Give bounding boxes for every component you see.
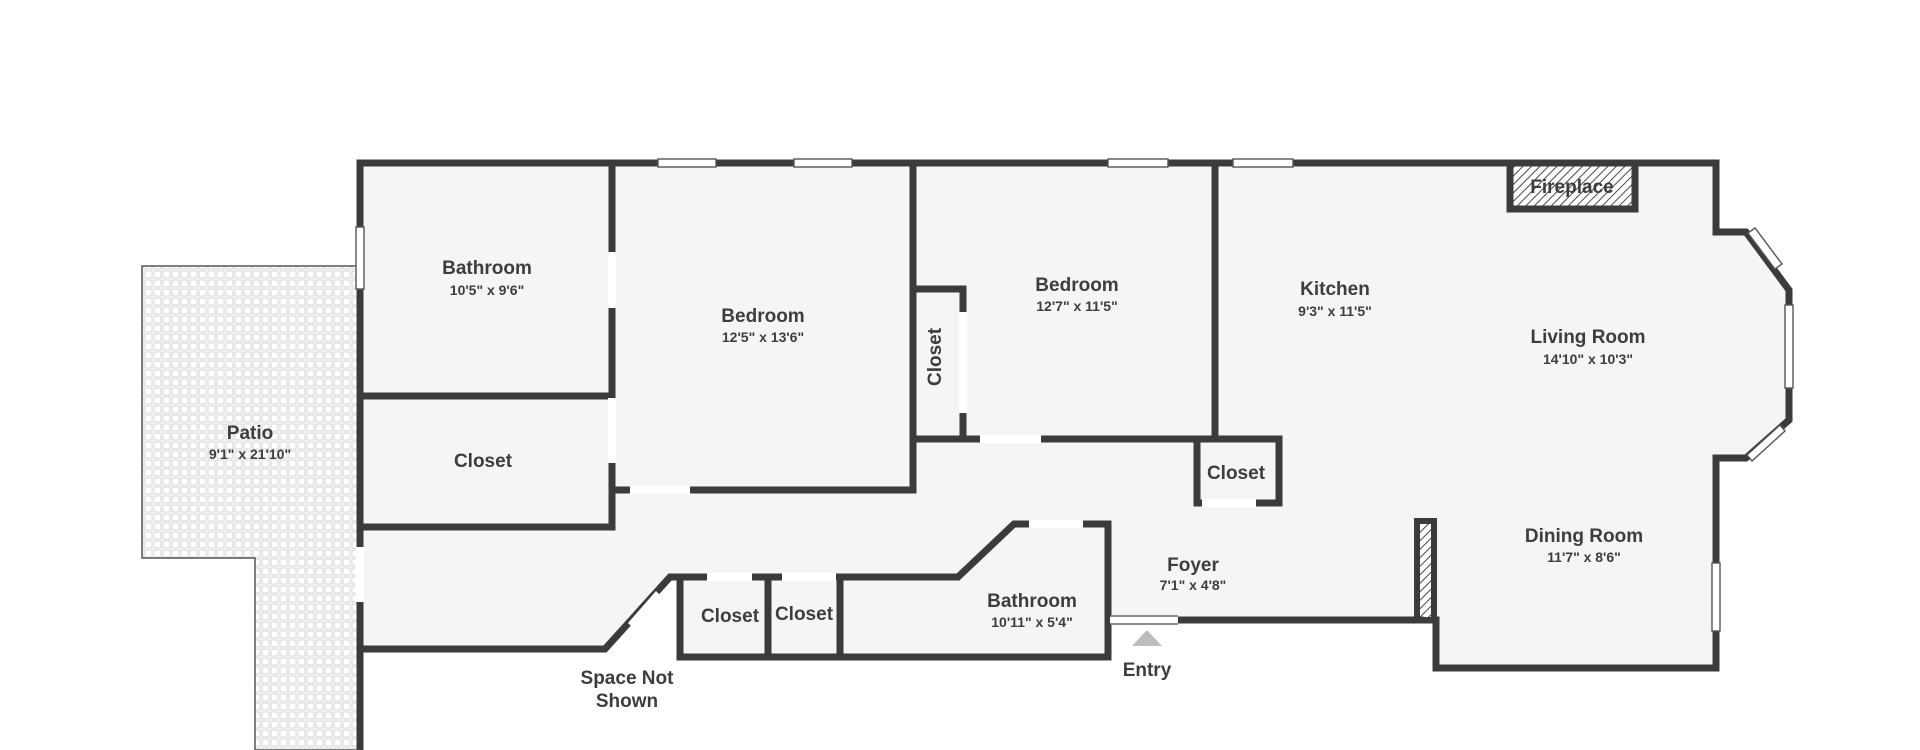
patio	[141, 265, 361, 750]
entry-label: Entry	[1123, 660, 1172, 681]
kitchen-dim: 9'3" x 11'5"	[1298, 303, 1372, 319]
room-labels: Bathroom 10'5" x 9'6" Bedroom 12'5" x 13…	[209, 177, 1646, 712]
bedroom-2-dim: 12'7" x 11'5"	[1036, 298, 1117, 314]
windows	[355, 158, 1794, 632]
bathroom-2-dim: 10'11" x 5'4"	[991, 614, 1072, 630]
foyer-dim: 7'1" x 4'8"	[1160, 577, 1227, 593]
kitchen-name: Kitchen	[1300, 279, 1370, 300]
bedroom-2-name: Bedroom	[1035, 275, 1118, 296]
closet-lower-1-name: Closet	[701, 606, 760, 627]
closet-left-name: Closet	[454, 451, 513, 472]
patio-dim: 9'1" x 21'10"	[209, 446, 291, 462]
foyer-name: Foyer	[1167, 555, 1219, 576]
closet-lower-2-name: Closet	[775, 604, 834, 625]
living-room-dim: 14'10" x 10'3"	[1543, 351, 1633, 367]
bedroom-1-name: Bedroom	[721, 306, 804, 327]
living-room-name: Living Room	[1530, 327, 1645, 348]
dining-room-dim: 11'7" x 8'6"	[1547, 549, 1621, 565]
bedroom-1-dim: 12'5" x 13'6"	[722, 329, 804, 345]
walls	[356, 159, 1793, 750]
bathroom-2-name: Bathroom	[987, 591, 1077, 612]
patio-name: Patio	[227, 423, 273, 444]
closet-kitchen-name: Closet	[1207, 463, 1266, 484]
bathroom-1-dim: 10'5" x 9'6"	[450, 282, 524, 298]
bathroom-1-name: Bathroom	[442, 258, 532, 279]
space-not-shown-line-1: Space Not	[581, 668, 675, 689]
fireplace-label: Fireplace	[1530, 177, 1613, 198]
space-not-shown-line-2: Shown	[596, 691, 658, 712]
entry-marker	[1132, 630, 1162, 646]
closet-bedroom-name: Closet	[925, 327, 946, 386]
dining-room-name: Dining Room	[1525, 526, 1643, 547]
door-openings	[356, 252, 1256, 629]
